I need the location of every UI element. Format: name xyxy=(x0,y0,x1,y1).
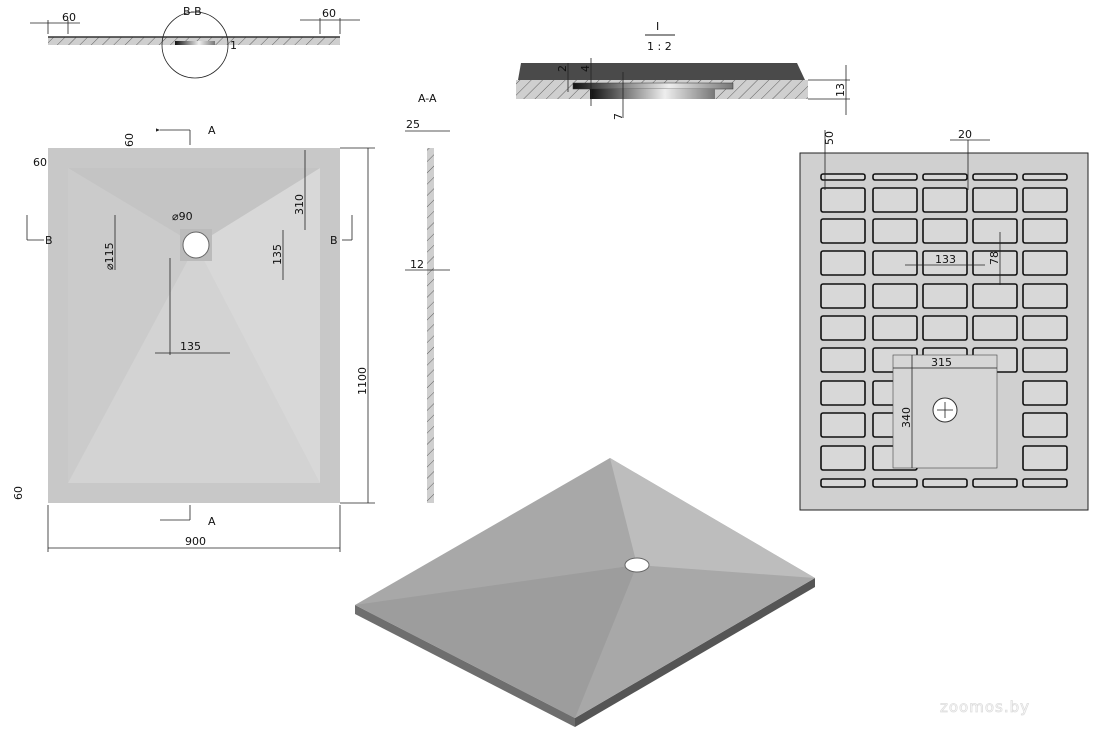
rib-cell xyxy=(872,187,918,213)
plan-view: A A B B 60 60 310 ⌀90 ⌀115 135 135 1100 … xyxy=(12,124,375,552)
dim-900: 900 xyxy=(185,535,206,548)
dim-7: 7 xyxy=(612,113,625,120)
dim-dia-90: ⌀90 xyxy=(172,210,193,223)
dim-133: 133 xyxy=(935,253,956,266)
section-b-right: B xyxy=(330,234,338,247)
isometric-view xyxy=(355,458,815,727)
rib-cell xyxy=(972,173,1018,181)
rib-cell xyxy=(820,173,866,181)
dim-dia-115: ⌀115 xyxy=(103,242,116,270)
dim-340: 340 xyxy=(900,407,913,428)
rib-cell xyxy=(820,250,866,276)
dim-13: 13 xyxy=(834,83,847,97)
rib-cell xyxy=(872,250,918,276)
dim-25: 25 xyxy=(406,118,420,131)
rib-cell xyxy=(922,315,968,341)
rib-cell xyxy=(872,283,918,309)
section-b-left: B xyxy=(45,234,53,247)
rib-cell xyxy=(1022,250,1068,276)
rib-cell xyxy=(972,187,1018,213)
rib-cell xyxy=(922,283,968,309)
rib-cell xyxy=(1022,187,1068,213)
drain-hole xyxy=(182,231,210,259)
rib-cell xyxy=(1022,478,1068,488)
rib-cell xyxy=(820,412,866,438)
detail-title: I xyxy=(656,20,659,33)
rib-cell xyxy=(922,478,968,488)
dim-315: 315 xyxy=(931,356,952,369)
dim-h-135: 135 xyxy=(180,340,201,353)
dim-v-135: 135 xyxy=(271,244,284,265)
underside-view: 50 20 133 78 315 340 xyxy=(799,128,1089,511)
dim-78: 78 xyxy=(988,251,1001,265)
section-a-top: A xyxy=(208,124,216,137)
dim-top-60: 60 xyxy=(123,133,136,147)
dim-1100: 1100 xyxy=(356,367,369,395)
rib-cell xyxy=(1022,315,1068,341)
dim-12: 12 xyxy=(410,258,424,271)
rib-cell xyxy=(820,478,866,488)
detail-ref: 1 xyxy=(230,39,237,52)
rib-cell xyxy=(872,478,918,488)
rib-cell xyxy=(922,218,968,244)
dim-4: 4 xyxy=(579,65,592,72)
dim-310: 310 xyxy=(293,194,306,215)
rib-cell xyxy=(1022,218,1068,244)
dim-bottom-60: 60 xyxy=(12,486,25,500)
rib-cell xyxy=(1022,412,1068,438)
rib-cell xyxy=(972,250,1018,276)
section-a-bottom: A xyxy=(208,515,216,528)
rib-cell xyxy=(820,315,866,341)
section-bb-title: B-B xyxy=(183,5,202,18)
dim-50: 50 xyxy=(823,131,836,145)
rib-cell xyxy=(922,187,968,213)
rib-cell xyxy=(1022,283,1068,309)
rib-cell xyxy=(972,478,1018,488)
rib-cell xyxy=(820,283,866,309)
rib-cell xyxy=(1022,173,1068,181)
rib-cell xyxy=(1022,347,1068,373)
section-bb: 60 60 B-B 1 xyxy=(30,5,360,79)
rib-cell xyxy=(1022,380,1068,406)
rib-cell xyxy=(820,445,866,471)
detail-i: I 1 : 2 2 4 7 13 xyxy=(516,20,850,120)
dim-60-right: 60 xyxy=(322,7,336,20)
dim-left-60: 60 xyxy=(33,156,47,169)
rib-cell xyxy=(922,250,968,276)
rib-cell xyxy=(922,173,968,181)
rib-cell xyxy=(872,218,918,244)
rib-cell xyxy=(972,218,1018,244)
rib-cell xyxy=(872,173,918,181)
dim-2: 2 xyxy=(556,65,569,72)
rib-cell xyxy=(1022,445,1068,471)
rib-cell xyxy=(820,380,866,406)
rib-cell xyxy=(872,315,918,341)
dim-60-left: 60 xyxy=(62,11,76,24)
dim-20: 20 xyxy=(958,128,972,141)
rib-cell xyxy=(820,218,866,244)
iso-drain xyxy=(624,557,650,573)
rib-cell xyxy=(820,347,866,373)
rib-cell xyxy=(820,187,866,213)
section-aa-title: A-A xyxy=(418,92,437,105)
section-aa: A-A 25 12 xyxy=(405,92,450,503)
watermark-logo: zoomos.by xyxy=(940,698,1030,716)
rib-cell xyxy=(972,315,1018,341)
detail-circle xyxy=(161,11,229,79)
detail-scale: 1 : 2 xyxy=(647,40,672,53)
rib-cell xyxy=(972,283,1018,309)
